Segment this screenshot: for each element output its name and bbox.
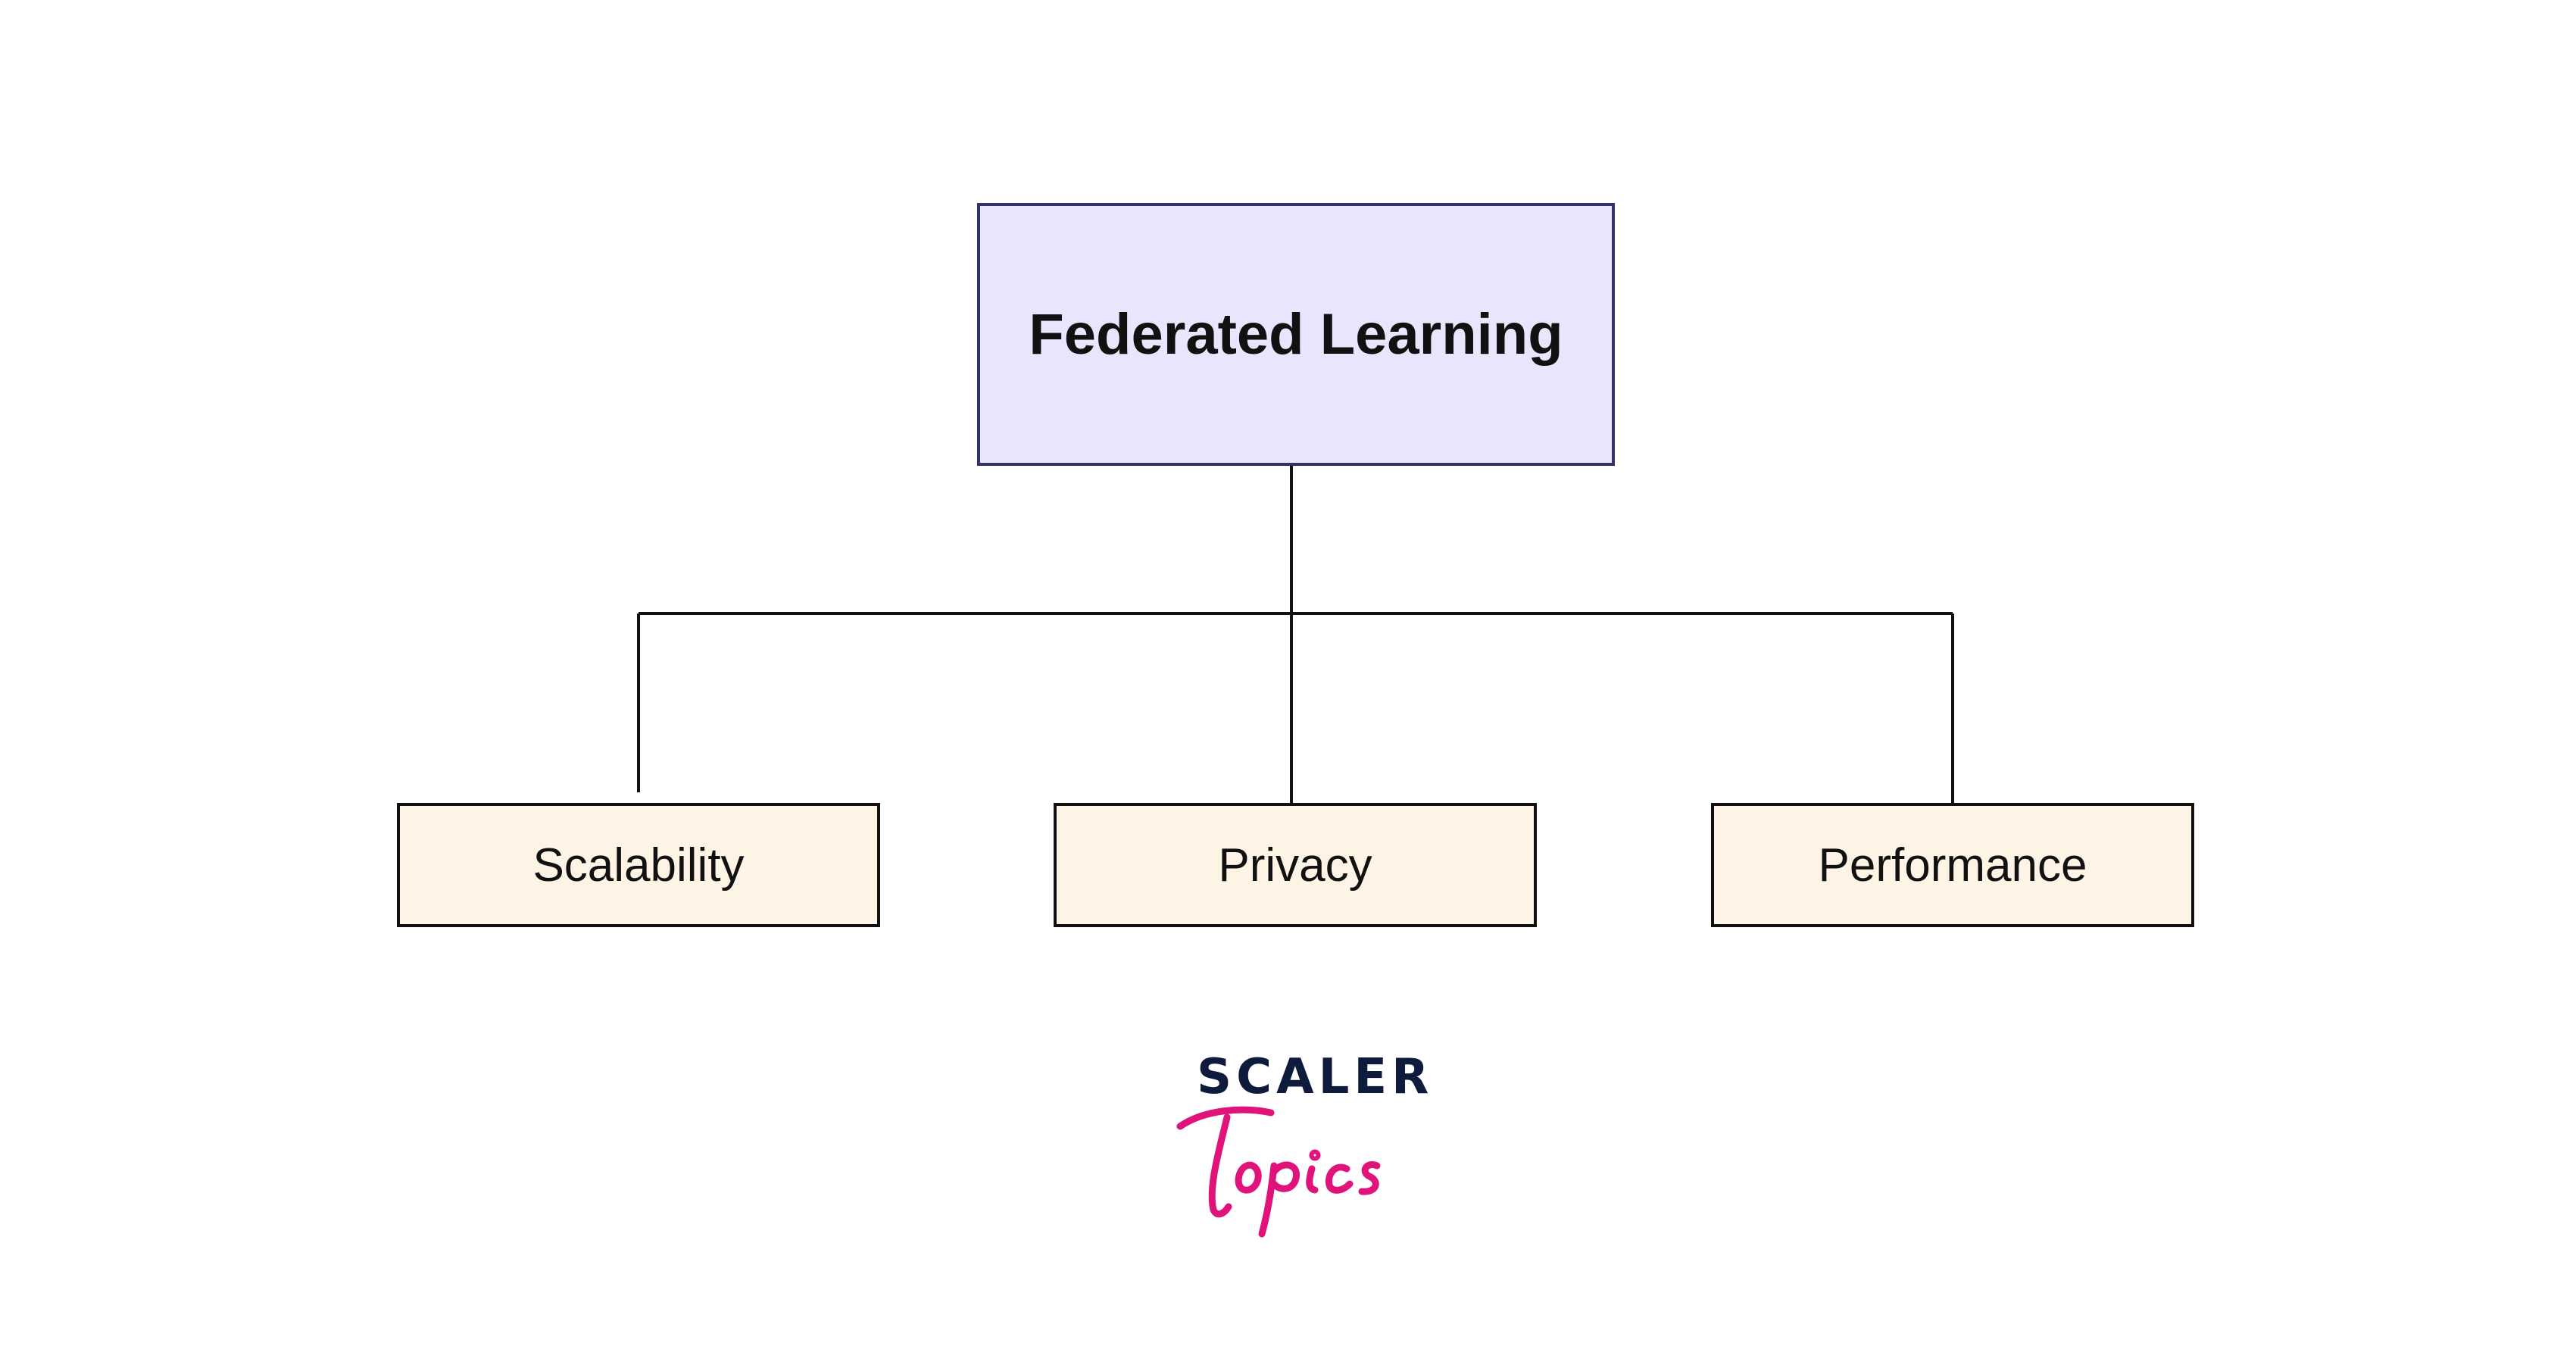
scaler-topics-logo: SCALER: [1174, 1049, 1434, 1246]
child-node-privacy: Privacy: [1054, 803, 1537, 927]
logo-script-topics: [1176, 1106, 1381, 1238]
child-node-label: Performance: [1818, 839, 2087, 892]
child-node-label: Privacy: [1218, 839, 1372, 892]
child-node-performance: Performance: [1711, 803, 2194, 927]
root-node-label: Federated Learning: [1029, 302, 1563, 367]
logo-brand-text: SCALER: [1197, 1049, 1434, 1105]
child-node-scalability: Scalability: [397, 803, 880, 927]
root-node-federated-learning: Federated Learning: [977, 203, 1615, 466]
child-node-label: Scalability: [532, 839, 745, 892]
